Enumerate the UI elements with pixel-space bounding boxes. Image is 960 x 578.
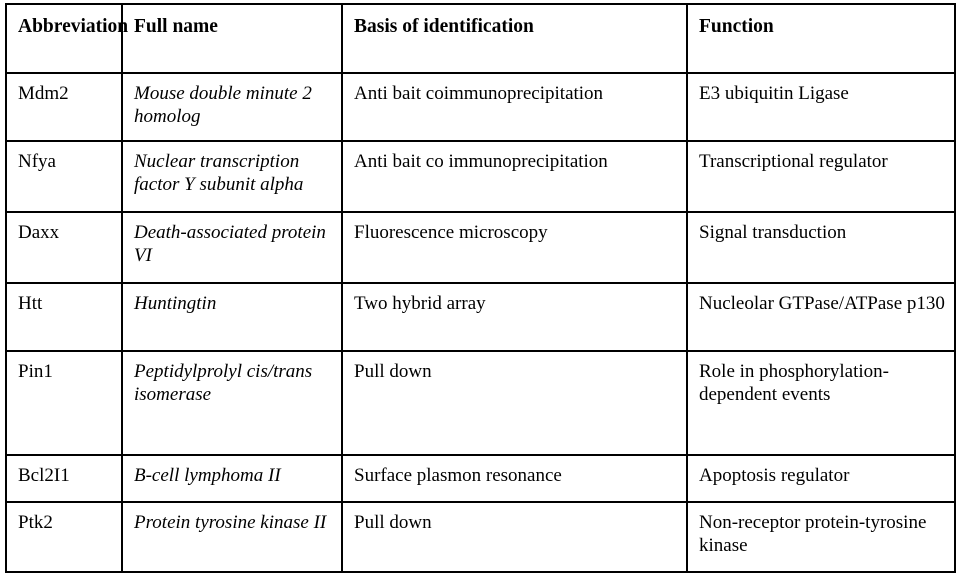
cell-full-name: Death-associated protein VI: [121, 211, 343, 284]
cell-function: Apoptosis regulator: [686, 454, 956, 503]
cell-function: Transcriptional regulator: [686, 140, 956, 213]
cell-basis: Anti bait co immunoprecipitation: [341, 140, 688, 213]
table-row: Daxx Death-associated protein VI Fluores…: [5, 211, 956, 284]
table-header-row: Abbreviation Full name Basis of identifi…: [5, 3, 956, 74]
table-row: Mdm2 Mouse double minute 2 homolog Anti …: [5, 72, 956, 142]
protein-interactors-table: Abbreviation Full name Basis of identifi…: [5, 3, 956, 573]
cell-full-name: Mouse double minute 2 homolog: [121, 72, 343, 142]
table-row: Ptk2 Protein tyrosine kinase II Pull dow…: [5, 501, 956, 573]
table-row: Bcl2I1 B-cell lymphoma II Surface plasmo…: [5, 454, 956, 503]
column-header-basis-of-identification: Basis of identification: [341, 3, 688, 74]
cell-function: Signal transduction: [686, 211, 956, 284]
cell-full-name: Protein tyrosine kinase II: [121, 501, 343, 573]
cell-abbreviation: Nfya: [5, 140, 123, 213]
cell-abbreviation: Mdm2: [5, 72, 123, 142]
cell-function: E3 ubiquitin Ligase: [686, 72, 956, 142]
cell-abbreviation: Daxx: [5, 211, 123, 284]
cell-abbreviation: Pin1: [5, 350, 123, 456]
table-row: Htt Huntingtin Two hybrid array Nucleola…: [5, 282, 956, 352]
cell-function: Non-receptor protein-tyrosine kinase: [686, 501, 956, 573]
cell-basis: Anti bait coimmunoprecipitation: [341, 72, 688, 142]
cell-full-name: Peptidylprolyl cis/trans isomerase: [121, 350, 343, 456]
cell-basis: Pull down: [341, 501, 688, 573]
column-header-full-name: Full name: [121, 3, 343, 74]
column-header-abbreviation: Abbreviation: [5, 3, 128, 74]
cell-function: Role in phosphorylation-dependent events: [686, 350, 956, 456]
cell-full-name: Nuclear transcription factor Y subunit a…: [121, 140, 343, 213]
cell-basis: Fluorescence microscopy: [341, 211, 688, 284]
cell-basis: Pull down: [341, 350, 688, 456]
column-header-function: Function: [686, 3, 956, 74]
cell-abbreviation: Htt: [5, 282, 123, 352]
cell-function: Nucleolar GTPase/ATPase p130: [686, 282, 956, 352]
table-row: Nfya Nuclear transcription factor Y subu…: [5, 140, 956, 213]
cell-abbreviation: Bcl2I1: [5, 454, 123, 503]
table-row: Pin1 Peptidylprolyl cis/trans isomerase …: [5, 350, 956, 456]
cell-abbreviation: Ptk2: [5, 501, 123, 573]
cell-basis: Surface plasmon resonance: [341, 454, 688, 503]
cell-full-name: Huntingtin: [121, 282, 343, 352]
cell-full-name: B-cell lymphoma II: [121, 454, 343, 503]
table-body: Mdm2 Mouse double minute 2 homolog Anti …: [5, 72, 956, 573]
cell-basis: Two hybrid array: [341, 282, 688, 352]
